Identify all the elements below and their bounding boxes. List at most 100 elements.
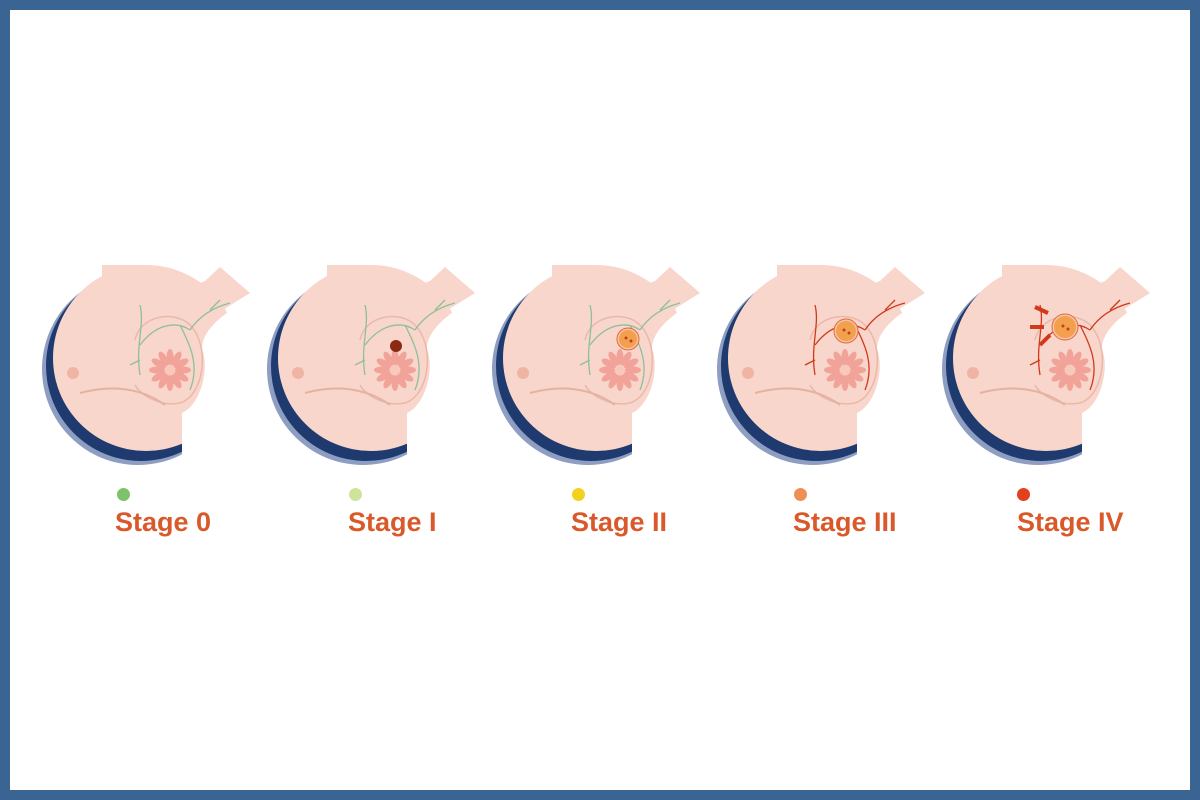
gland-lobe: [391, 349, 399, 365]
stage-color-dot: [794, 488, 807, 501]
armpit-gap: [407, 297, 505, 475]
stage-color-dot: [572, 488, 585, 501]
gland-lobe: [621, 351, 632, 366]
lymph-vessel: [659, 299, 671, 311]
lymph-vessel: [209, 299, 221, 311]
gland-lobe: [824, 366, 840, 374]
lymph-vessel: [137, 304, 143, 376]
stage-color-dot: [349, 488, 362, 501]
gland-lobe: [171, 374, 182, 389]
gland-lobe: [1066, 349, 1074, 365]
lymph-vessel: [1029, 359, 1041, 366]
gland-lobe: [833, 351, 844, 366]
gland-lobe: [1071, 351, 1082, 366]
gland-center: [840, 365, 850, 375]
breast-illustration-stage-3: [717, 265, 955, 475]
stage-label: Stage II: [571, 507, 668, 537]
lymph-vessel: [189, 302, 231, 331]
gland-center: [1065, 365, 1075, 375]
tumor: [836, 321, 856, 341]
nipple: [742, 367, 754, 379]
gland-lobe: [151, 358, 166, 369]
gland-lobe: [158, 374, 169, 389]
gland-lobe: [833, 374, 844, 389]
lymph-vessel: [1089, 302, 1131, 331]
gland-lobe: [608, 351, 619, 366]
illustration-group: [42, 265, 280, 475]
lymph-vessel: [434, 299, 446, 311]
gland-lobe: [174, 371, 189, 382]
armpit-gap: [857, 297, 955, 475]
nipple: [292, 367, 304, 379]
gland-center: [615, 365, 625, 375]
stage-panel-3: Stage III: [705, 10, 955, 570]
gland-lobe: [166, 349, 174, 365]
tumor: [390, 340, 402, 352]
tumor: [619, 330, 637, 348]
breast-outline: [134, 315, 203, 405]
lymph-vessel: [587, 304, 593, 376]
gland-lobe: [849, 371, 864, 382]
gland-lobe: [383, 374, 394, 389]
metastasis-marker: [1034, 305, 1049, 315]
gland-lobe: [166, 375, 174, 391]
lymph-vessel: [364, 324, 416, 346]
illustration-group: [942, 265, 1180, 475]
gland-lobe: [849, 358, 864, 369]
stage-label: Stage 0: [115, 507, 212, 537]
illustration-group: [717, 265, 955, 475]
diagram-canvas: Stage 0 Stage I Stage II Stage III Stage…: [10, 10, 1190, 790]
breast-outline: [359, 315, 428, 405]
lymph-vessel: [579, 359, 591, 366]
gland-lobe: [616, 375, 624, 391]
lymph-vessel: [362, 304, 368, 376]
lymph-vessel: [639, 302, 681, 331]
lymph-vessel: [129, 359, 141, 366]
breast-outline: [809, 315, 878, 405]
illustration-group: [267, 265, 505, 475]
gland-lobe: [1066, 375, 1074, 391]
lymph-vessel: [354, 359, 366, 366]
gland-lobe: [601, 358, 616, 369]
lymph-vessel: [812, 304, 818, 376]
tumor-cell: [629, 339, 633, 343]
gland-lobe: [151, 371, 166, 382]
lymph-vessel: [1109, 299, 1121, 311]
gland-lobe: [175, 366, 191, 374]
tumor-cell: [1061, 324, 1065, 328]
gland-lobe: [374, 366, 390, 374]
gland-lobe: [396, 351, 407, 366]
gland-lobe: [174, 358, 189, 369]
breast-illustration-stage-0: [42, 265, 280, 475]
stage-panel-0: Stage 0: [30, 10, 280, 570]
stage-label: Stage III: [793, 507, 897, 537]
gland-lobe: [1058, 351, 1069, 366]
chest-fold: [529, 387, 616, 406]
gland-lobe: [158, 351, 169, 366]
gland-lobe: [616, 349, 624, 365]
gland-lobe: [608, 374, 619, 389]
gland-lobe: [1074, 371, 1089, 382]
gland-lobe: [599, 366, 615, 374]
chest-fold: [79, 387, 166, 406]
lymph-vessel: [884, 299, 896, 311]
gland-lobe: [400, 366, 416, 374]
gland-lobe: [621, 374, 632, 389]
gland-lobe: [826, 371, 841, 382]
gland-lobe: [1075, 366, 1091, 374]
lymph-vessel: [414, 302, 456, 331]
lymph-vessel: [804, 359, 816, 366]
gland-lobe: [1071, 374, 1082, 389]
gland-center: [165, 365, 175, 375]
breast-illustration-stage-1: [267, 265, 505, 475]
chest-fold: [304, 387, 391, 406]
gland-lobe: [1051, 358, 1066, 369]
breast-illustration-stage-4: [942, 265, 1180, 475]
stage-color-dot: [1017, 488, 1030, 501]
lymph-vessel: [404, 324, 420, 391]
stage-color-dot: [117, 488, 130, 501]
chest-fold: [979, 387, 1066, 406]
gland-lobe: [376, 358, 391, 369]
gland-lobe: [826, 358, 841, 369]
gland-lobe: [399, 371, 414, 382]
